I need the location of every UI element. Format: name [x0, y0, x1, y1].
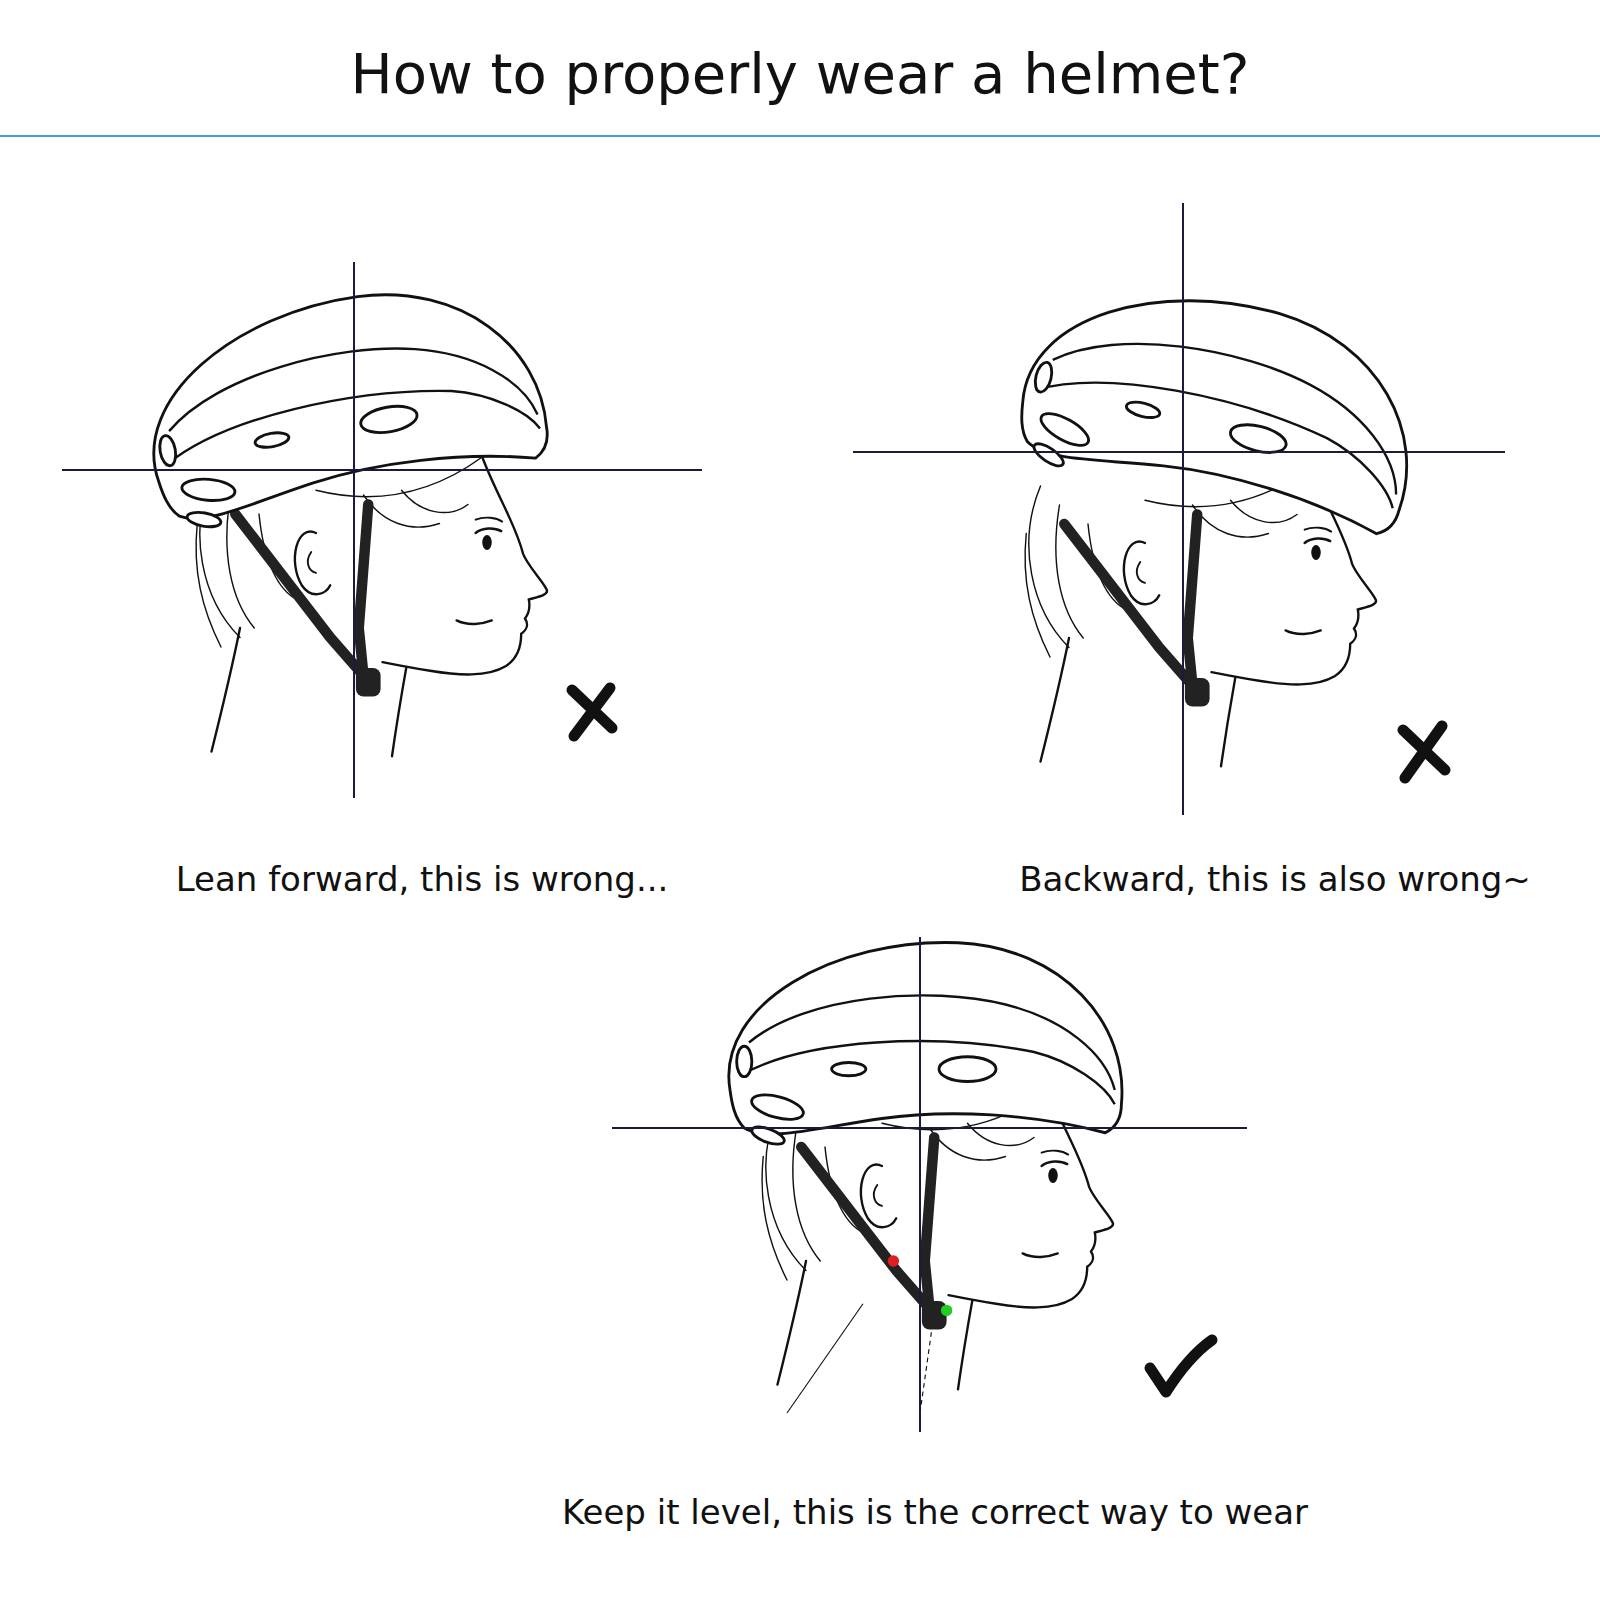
- level-line: [853, 451, 1505, 453]
- wrong-mark: [1403, 726, 1445, 778]
- level-line: [612, 1127, 1247, 1129]
- wrong-mark: [572, 688, 612, 736]
- correct-mark: [1150, 1340, 1212, 1392]
- title-rule: [0, 135, 1600, 137]
- wrong-forward-figure: [132, 268, 555, 756]
- vertical-line: [1182, 203, 1184, 815]
- vertical-line: [919, 937, 921, 1432]
- wrong-backward-figure: [1008, 258, 1439, 766]
- caption: Backward, this is also wrong~: [1019, 859, 1531, 899]
- correct-figure: [729, 943, 1122, 1413]
- title: How to properly wear a helmet?: [351, 41, 1250, 106]
- level-line: [62, 469, 702, 471]
- caption: Lean forward, this is wrong...: [176, 859, 669, 899]
- caption: Keep it level, this is the correct way t…: [562, 1492, 1308, 1532]
- vertical-line: [353, 262, 355, 798]
